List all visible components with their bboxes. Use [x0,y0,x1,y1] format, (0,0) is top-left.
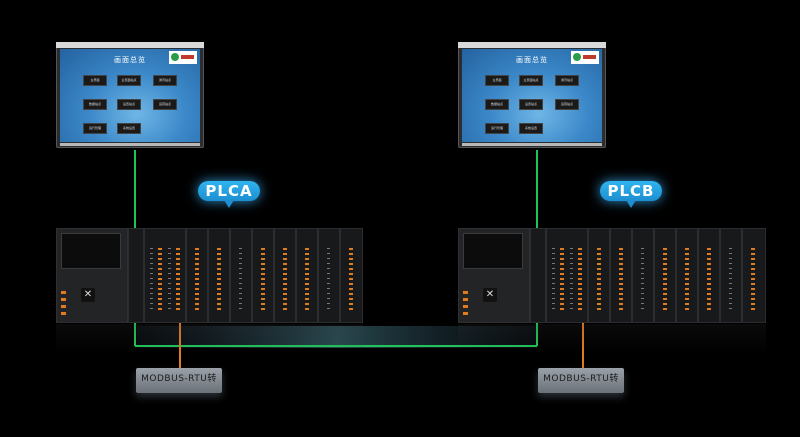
io-terminal [570,248,573,312]
io-terminal [168,248,171,312]
plc-io-module [610,228,632,323]
io-terminal [707,248,711,312]
hmi-menu-button[interactable]: 运营站点 [556,100,578,109]
plc-io-module [144,228,186,323]
plc-io-module [588,228,610,323]
status-led-icon [61,298,66,301]
status-led-icon [463,305,468,308]
plc-b-label: PLCB [600,181,662,208]
plc-io-module [274,228,296,323]
status-led-icon [463,291,468,294]
io-terminal [578,248,582,312]
status-led-icon [463,298,468,301]
company-logo-icon [571,51,599,64]
plc-cpu-module: ✕ [56,228,128,323]
io-terminal [305,248,309,312]
io-terminal [685,248,689,312]
io-terminal [150,248,153,312]
hmi-menu-button[interactable]: 运行管理 [486,124,508,133]
hmi-bezel [56,42,204,48]
bus-glow-band [137,326,537,348]
io-terminal [552,248,555,312]
hmi-display: 画面总览 主界面 主页面站点 通讯站点 数据站点 设置站点 运营站点 运行管理 … [60,49,200,142]
plc-io-module [720,228,742,323]
io-terminal [217,248,221,312]
plc-cpu-module: ✕ [458,228,530,323]
plc-io-module [698,228,720,323]
hmi-menu-button[interactable]: 主界面 [84,76,106,85]
hmi-menu-button[interactable]: 运营站点 [154,100,176,109]
io-terminal [261,248,265,312]
plc-a-label: PLCA [198,181,260,208]
io-terminal [239,248,242,312]
hmi-menu-button[interactable]: 主页面站点 [118,76,140,85]
plc-b-rack: ✕ [458,228,766,323]
hmi-a-screen: 画面总览 主界面 主页面站点 通讯站点 数据站点 设置站点 运营站点 运行管理 … [56,42,204,148]
plc-b-reflection [458,324,766,354]
serial-converter-label: MODBUS-RTU转 [141,374,217,384]
plc-display [463,233,523,269]
io-terminal [327,248,330,312]
serial-converter-label: MODBUS-RTU转 [543,374,619,384]
hmi-menu-button[interactable]: 系统设置 [118,124,140,133]
hmi-menu-button[interactable]: 设置站点 [118,100,140,109]
io-terminal [176,248,180,312]
io-terminal [158,248,162,312]
hmi-status-bar [60,143,200,146]
io-terminal [349,248,353,312]
hmi-menu-button[interactable]: 通讯站点 [154,76,176,85]
io-terminal [195,248,199,312]
io-terminal [751,248,755,312]
brand-logo-icon: ✕ [81,288,95,302]
hmi-b-screen: 画面总览 主界面 主页面站点 通讯站点 数据站点 设置站点 运营站点 运行管理 … [458,42,606,148]
hmi-title: 画面总览 [516,56,548,64]
io-terminal [619,248,623,312]
plc-io-module [208,228,230,323]
plc-io-module [340,228,363,323]
hmi-menu-button[interactable]: 系统设置 [520,124,542,133]
serial-converter-left: MODBUS-RTU转 [136,368,222,393]
serial-converter-right: MODBUS-RTU转 [538,368,624,393]
status-led-icon [61,312,66,315]
io-terminal [560,248,564,312]
plc-io-module [186,228,208,323]
hmi-menu-button[interactable]: 主界面 [486,76,508,85]
hmi-menu-button[interactable]: 运行管理 [84,124,106,133]
plc-io-module [252,228,274,323]
plc-io-module [230,228,252,323]
io-terminal [597,248,601,312]
status-led-icon [61,305,66,308]
plc-io-module [676,228,698,323]
status-led-icon [463,312,468,315]
plc-a-reflection [56,324,363,354]
plc-io-module [546,228,588,323]
plc-a-rack: ✕ [56,228,363,323]
brand-logo-icon: ✕ [483,288,497,302]
plc-io-module [654,228,676,323]
plc-io-module [632,228,654,323]
plc-display [61,233,121,269]
plc-io-module [296,228,318,323]
plc-io-module [318,228,340,323]
hmi-menu-button[interactable]: 数据站点 [84,100,106,109]
io-terminal [729,248,732,312]
io-terminal [283,248,287,312]
io-terminal [641,248,644,312]
hmi-display: 画面总览 主界面 主页面站点 通讯站点 数据站点 设置站点 运营站点 运行管理 … [462,49,602,142]
plc-io-module [742,228,766,323]
hmi-status-bar [462,143,602,146]
hmi-menu-button[interactable]: 主页面站点 [520,76,542,85]
hmi-menu-button[interactable]: 通讯站点 [556,76,578,85]
hmi-menu-button[interactable]: 设置站点 [520,100,542,109]
io-terminal [663,248,667,312]
company-logo-icon [169,51,197,64]
hmi-title: 画面总览 [114,56,146,64]
hmi-bezel [458,42,606,48]
hmi-menu-button[interactable]: 数据站点 [486,100,508,109]
plc-comm-module [128,228,144,323]
plc-comm-module [530,228,546,323]
status-led-icon [61,291,66,294]
